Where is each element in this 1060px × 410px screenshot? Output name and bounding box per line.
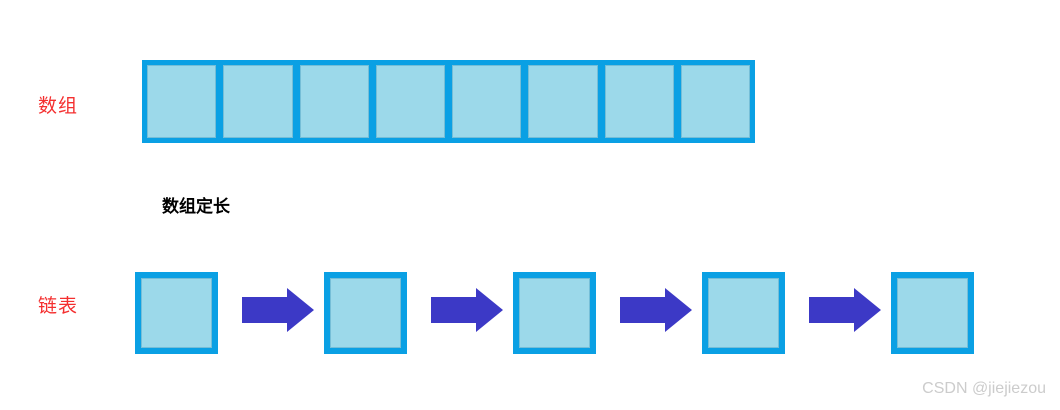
list-node [513,272,596,354]
array-cell [147,65,217,138]
arrow-right-icon [620,288,692,332]
list-node [324,272,407,354]
arrow-right-icon [431,288,503,332]
array-cell [299,65,369,138]
array-cell [604,65,674,138]
linked-list-label: 链表 [38,296,79,317]
linked-list-row [135,271,974,355]
arrow-right-icon [242,288,314,332]
array-cell [375,65,445,138]
list-node [891,272,974,354]
list-node [135,272,218,354]
array-note: 数组定长 [162,197,230,216]
watermark: CSDN @jiejiezou [922,380,1046,397]
array-row [142,60,755,143]
array-label: 数组 [38,96,79,117]
array-cell [528,65,598,138]
array-cell [452,65,522,138]
array-cell [223,65,293,138]
array-cell [680,65,750,138]
arrow-right-icon [809,288,881,332]
list-node [702,272,785,354]
